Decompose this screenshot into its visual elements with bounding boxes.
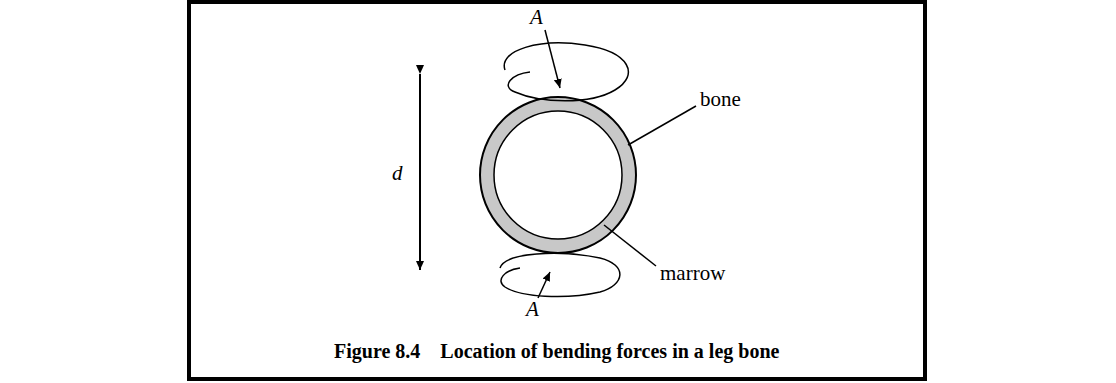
frame bbox=[189, 2, 925, 379]
section-label: A bbox=[526, 298, 539, 321]
dimension-label: d bbox=[392, 162, 403, 185]
figure-caption: Figure 8.4 Location of bending forces in… bbox=[334, 340, 779, 362]
part-name: marrow bbox=[660, 262, 725, 285]
stress-loop bbox=[504, 43, 628, 101]
bone-ring bbox=[480, 97, 636, 253]
leader-line bbox=[604, 225, 656, 266]
part-name: bone bbox=[700, 88, 741, 111]
leader-arrow bbox=[538, 272, 550, 298]
section-label: A bbox=[530, 6, 543, 29]
stress-loop bbox=[500, 253, 620, 296]
leader-arrow bbox=[545, 30, 560, 88]
marrow-cavity bbox=[494, 111, 622, 239]
leader-line bbox=[628, 106, 696, 145]
dimension-arrow bbox=[419, 74, 421, 270]
